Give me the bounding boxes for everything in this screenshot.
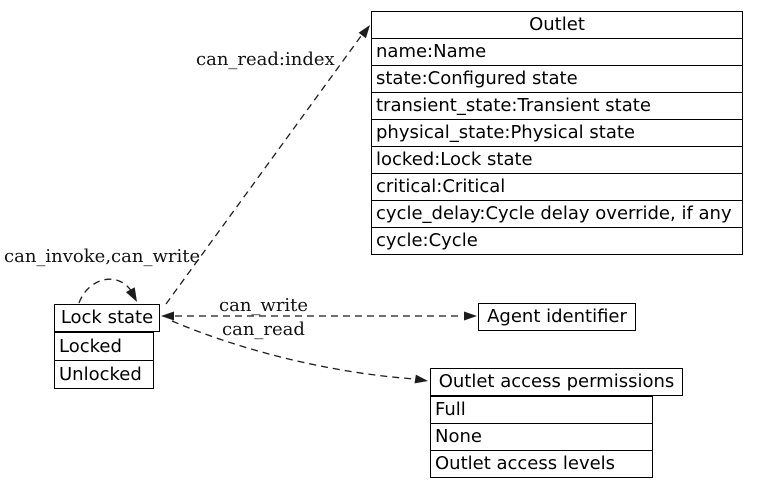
permissions-field-none: None bbox=[430, 423, 653, 451]
node-outlet-access-permissions-rows: Full None Outlet access levels bbox=[430, 396, 653, 478]
node-outlet-access-permissions-title: Outlet access permissions bbox=[430, 368, 683, 396]
outlet-field-locked: locked:Lock state bbox=[371, 146, 743, 174]
edge-label-can-invoke-can-write: can_invoke,can_write bbox=[4, 246, 201, 267]
edge-can-invoke-loop-line bbox=[78, 278, 133, 304]
edge-label-can-write: can_write bbox=[219, 295, 309, 316]
outlet-field-transient-state: transient_state:Transient state bbox=[371, 92, 743, 120]
outlet-title: Outlet bbox=[371, 11, 743, 39]
node-outlet: Outlet name:Name state:Configured state … bbox=[371, 11, 743, 255]
node-agent-identifier: Agent identifier bbox=[478, 303, 636, 331]
outlet-field-physical-state: physical_state:Physical state bbox=[371, 119, 743, 147]
permissions-field-outlet-access-levels: Outlet access levels bbox=[430, 450, 653, 478]
edge-can-write-arrowhead-left bbox=[161, 311, 174, 321]
outlet-field-name: name:Name bbox=[371, 38, 743, 66]
outlet-field-state: state:Configured state bbox=[371, 65, 743, 93]
edge-can-read-index-arrowhead bbox=[358, 25, 370, 39]
outlet-field-cycle-delay: cycle_delay:Cycle delay override, if any bbox=[371, 200, 743, 228]
node-lock-state-title: Lock state bbox=[54, 304, 160, 332]
edge-label-can-read: can_read bbox=[222, 319, 305, 340]
node-lock-state-rows: Locked Unlocked bbox=[54, 332, 154, 389]
edge-can-read-line bbox=[171, 320, 416, 380]
edge-can-read-index-line bbox=[165, 31, 365, 305]
lock-state-field-unlocked: Unlocked bbox=[54, 360, 154, 389]
edge-can-read-arrowhead bbox=[414, 374, 428, 384]
edge-can-invoke-loop-arrowhead bbox=[125, 287, 137, 302]
edge-label-can-read-index: can_read:index bbox=[196, 49, 335, 70]
edge-can-write-arrowhead-right bbox=[464, 311, 477, 321]
outlet-field-critical: critical:Critical bbox=[371, 173, 743, 201]
permissions-field-full: Full bbox=[430, 396, 653, 424]
outlet-field-cycle: cycle:Cycle bbox=[371, 227, 743, 255]
lock-state-field-locked: Locked bbox=[54, 332, 154, 361]
